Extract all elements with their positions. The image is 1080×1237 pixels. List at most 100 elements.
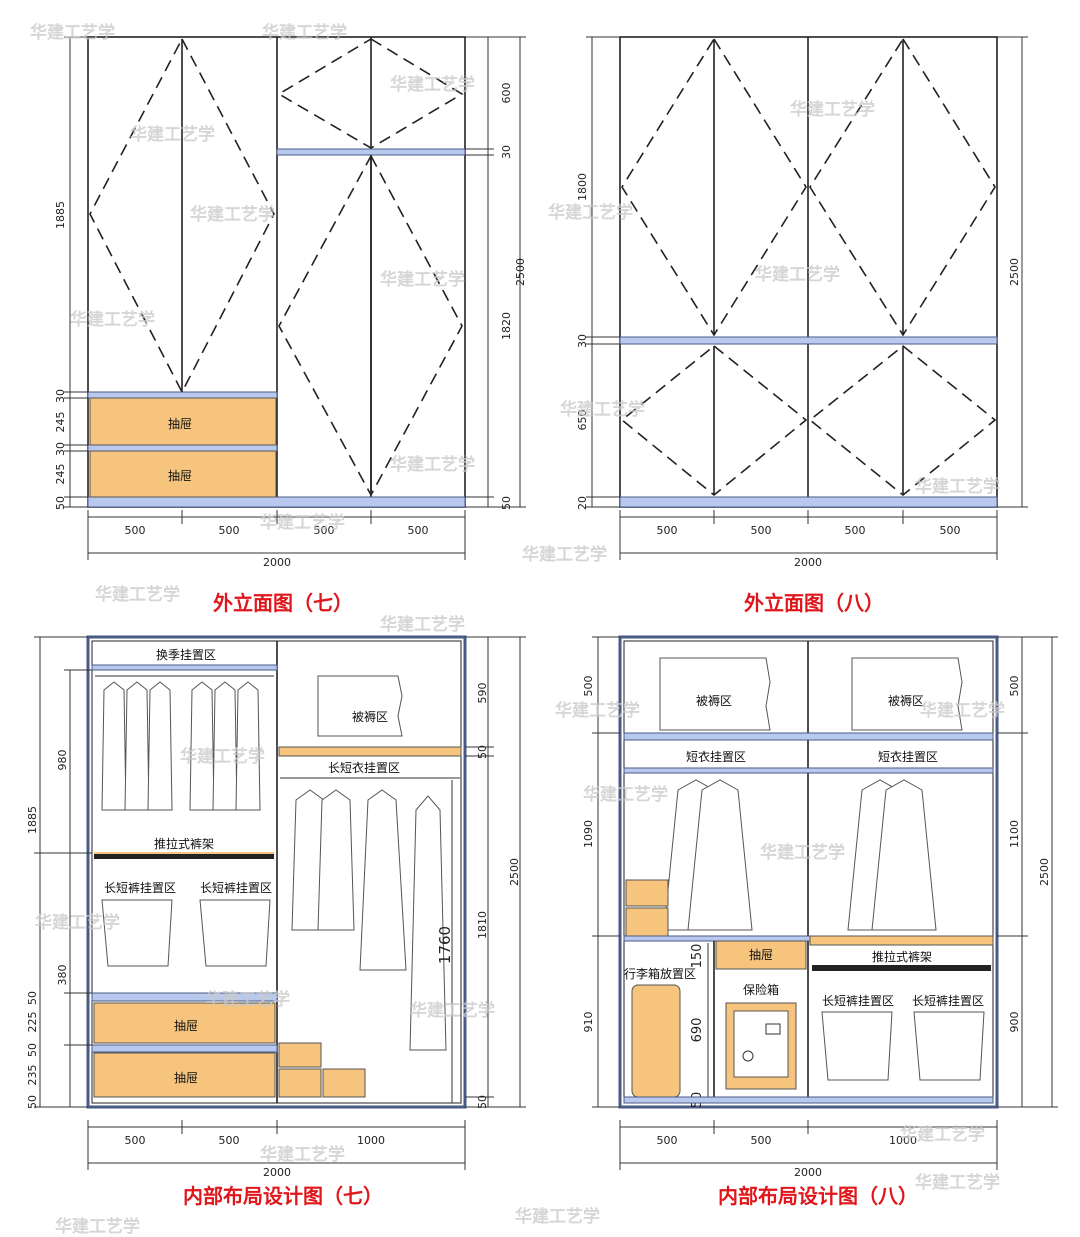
- dim-500: 500: [125, 524, 146, 537]
- dim-50: 50: [500, 496, 513, 510]
- hanging-clothes-long: [291, 789, 447, 1051]
- watermark: 华建工艺学: [30, 22, 115, 43]
- dim-2000: 2000: [794, 1166, 822, 1179]
- quilt-stack: [317, 675, 403, 737]
- dim-500: 500: [219, 524, 240, 537]
- folded-pants: [101, 899, 173, 967]
- folded-pants: [821, 1011, 893, 1081]
- quilt-label: 被褥区: [696, 693, 732, 708]
- dim-2000: 2000: [794, 556, 822, 569]
- drawer-front: [93, 1002, 276, 1044]
- dim-600: 600: [500, 83, 513, 104]
- dim-30: 30: [500, 145, 513, 159]
- dim-50: 50: [26, 1095, 39, 1109]
- watermark: 华建工艺学: [410, 1000, 495, 1021]
- dim-30: 30: [54, 389, 67, 403]
- watermark: 华建工艺学: [915, 476, 1000, 497]
- watermark: 华建工艺学: [560, 399, 645, 420]
- dim-500: 500: [845, 524, 866, 537]
- dim-50: 50: [26, 991, 39, 1005]
- pants-hang-label: 长短裤挂置区: [822, 994, 894, 1008]
- watermark: 华建工艺学: [920, 700, 1005, 721]
- title-exterior-8: 外立面图（八）: [744, 591, 884, 615]
- watermark: 华建工艺学: [583, 784, 668, 805]
- safe-label: 保险箱: [743, 982, 779, 997]
- watermark: 华建工艺学: [35, 912, 120, 933]
- folded-pants: [913, 1011, 985, 1081]
- interior-layout-7: 换季挂置区 推拉式裤架 长短裤挂置区 长短裤挂置区 抽屉 抽屉 被褥区 长短衣挂…: [26, 635, 526, 1208]
- dim-30: 30: [576, 334, 589, 348]
- watermark: 华建工艺学: [262, 22, 347, 43]
- dim-225: 225: [26, 1012, 39, 1033]
- seasonal-hang-label: 换季挂置区: [156, 648, 216, 662]
- watermark: 华建工艺学: [95, 584, 180, 605]
- dim-20: 20: [576, 496, 589, 510]
- short-hang-label: 短衣挂置区: [686, 749, 746, 764]
- watermark: 华建工艺学: [70, 309, 155, 330]
- dim-500: 500: [408, 524, 429, 537]
- dim-980: 980: [56, 750, 69, 771]
- dim-500: 500: [582, 676, 595, 697]
- drawer-front: [93, 1052, 276, 1098]
- watermark: 华建工艺学: [790, 99, 875, 120]
- dim-500: 500: [657, 524, 678, 537]
- dim-1800: 1800: [576, 173, 589, 201]
- dim-500: 500: [657, 1134, 678, 1147]
- title-exterior-7: 外立面图（七）: [213, 591, 353, 615]
- dim-2500: 2500: [1008, 258, 1021, 286]
- dim-50: 50: [476, 745, 489, 759]
- dim-1810: 1810: [476, 911, 489, 939]
- dim-690: 690: [690, 1018, 705, 1043]
- long-short-hang-label: 长短衣挂置区: [328, 760, 400, 775]
- quilt-stack: [659, 657, 771, 731]
- watermark: 华建工艺学: [548, 202, 633, 223]
- dim-245: 245: [54, 464, 67, 485]
- watermark: 华建工艺学: [205, 989, 290, 1010]
- watermark: 华建工艺学: [900, 1124, 985, 1145]
- dim-380: 380: [56, 965, 69, 986]
- dim-1760: 1760: [436, 926, 454, 964]
- folded-pants: [199, 899, 271, 967]
- title-interior-7: 内部布局设计图（七）: [183, 1184, 383, 1208]
- quilt-label: 被褥区: [352, 709, 388, 724]
- drawer-label: 抽屉: [174, 1019, 198, 1033]
- dim-1820: 1820: [500, 312, 513, 340]
- dim-500: 500: [751, 524, 772, 537]
- dim-245: 245: [54, 412, 67, 433]
- dim-500: 500: [940, 524, 961, 537]
- dim-1090: 1090: [582, 820, 595, 848]
- dim-2000: 2000: [263, 556, 291, 569]
- quilt-stack: [851, 657, 963, 731]
- watermark: 华建工艺学: [390, 454, 475, 475]
- watermark: 华建工艺学: [260, 1144, 345, 1165]
- dim-1100: 1100: [1008, 820, 1021, 848]
- dim-1885: 1885: [54, 201, 67, 229]
- drawer-label: 抽屉: [168, 469, 192, 483]
- dim-50: 50: [476, 1095, 489, 1109]
- title-interior-8: 内部布局设计图（八）: [718, 1184, 918, 1208]
- pants-hang-label: 长短裤挂置区: [200, 881, 272, 895]
- dim-1000: 1000: [889, 1134, 917, 1147]
- luggage-label: 行李箱放置区: [624, 966, 696, 981]
- exterior-elevation-7: 抽屉 抽屉 500 500 500 500 2000 1885 30 245: [54, 36, 527, 615]
- hanging-clothes-seasonal: [101, 681, 261, 811]
- dim-2500: 2500: [514, 258, 527, 286]
- dim-500: 500: [219, 1134, 240, 1147]
- pull-rack-label: 推拉式裤架: [872, 949, 932, 964]
- dim-150: 150: [690, 944, 705, 969]
- drawer-label: 抽屉: [749, 948, 773, 962]
- dim-910: 910: [582, 1012, 595, 1033]
- watermark: 华建工艺学: [755, 264, 840, 285]
- drawer-front-upper: [89, 397, 277, 446]
- dim-900: 900: [1008, 1012, 1021, 1033]
- drawer-front-lower: [89, 450, 277, 498]
- watermark: 华建工艺学: [522, 544, 607, 565]
- dim-500: 500: [1008, 676, 1021, 697]
- pull-rack-label: 推拉式裤架: [154, 836, 214, 851]
- dim-2500: 2500: [1038, 858, 1051, 886]
- watermark: 华建工艺学: [180, 746, 265, 767]
- watermark: 华建工艺学: [515, 1206, 600, 1227]
- suitcase: [631, 984, 681, 1098]
- watermark: 华建工艺学: [130, 124, 215, 145]
